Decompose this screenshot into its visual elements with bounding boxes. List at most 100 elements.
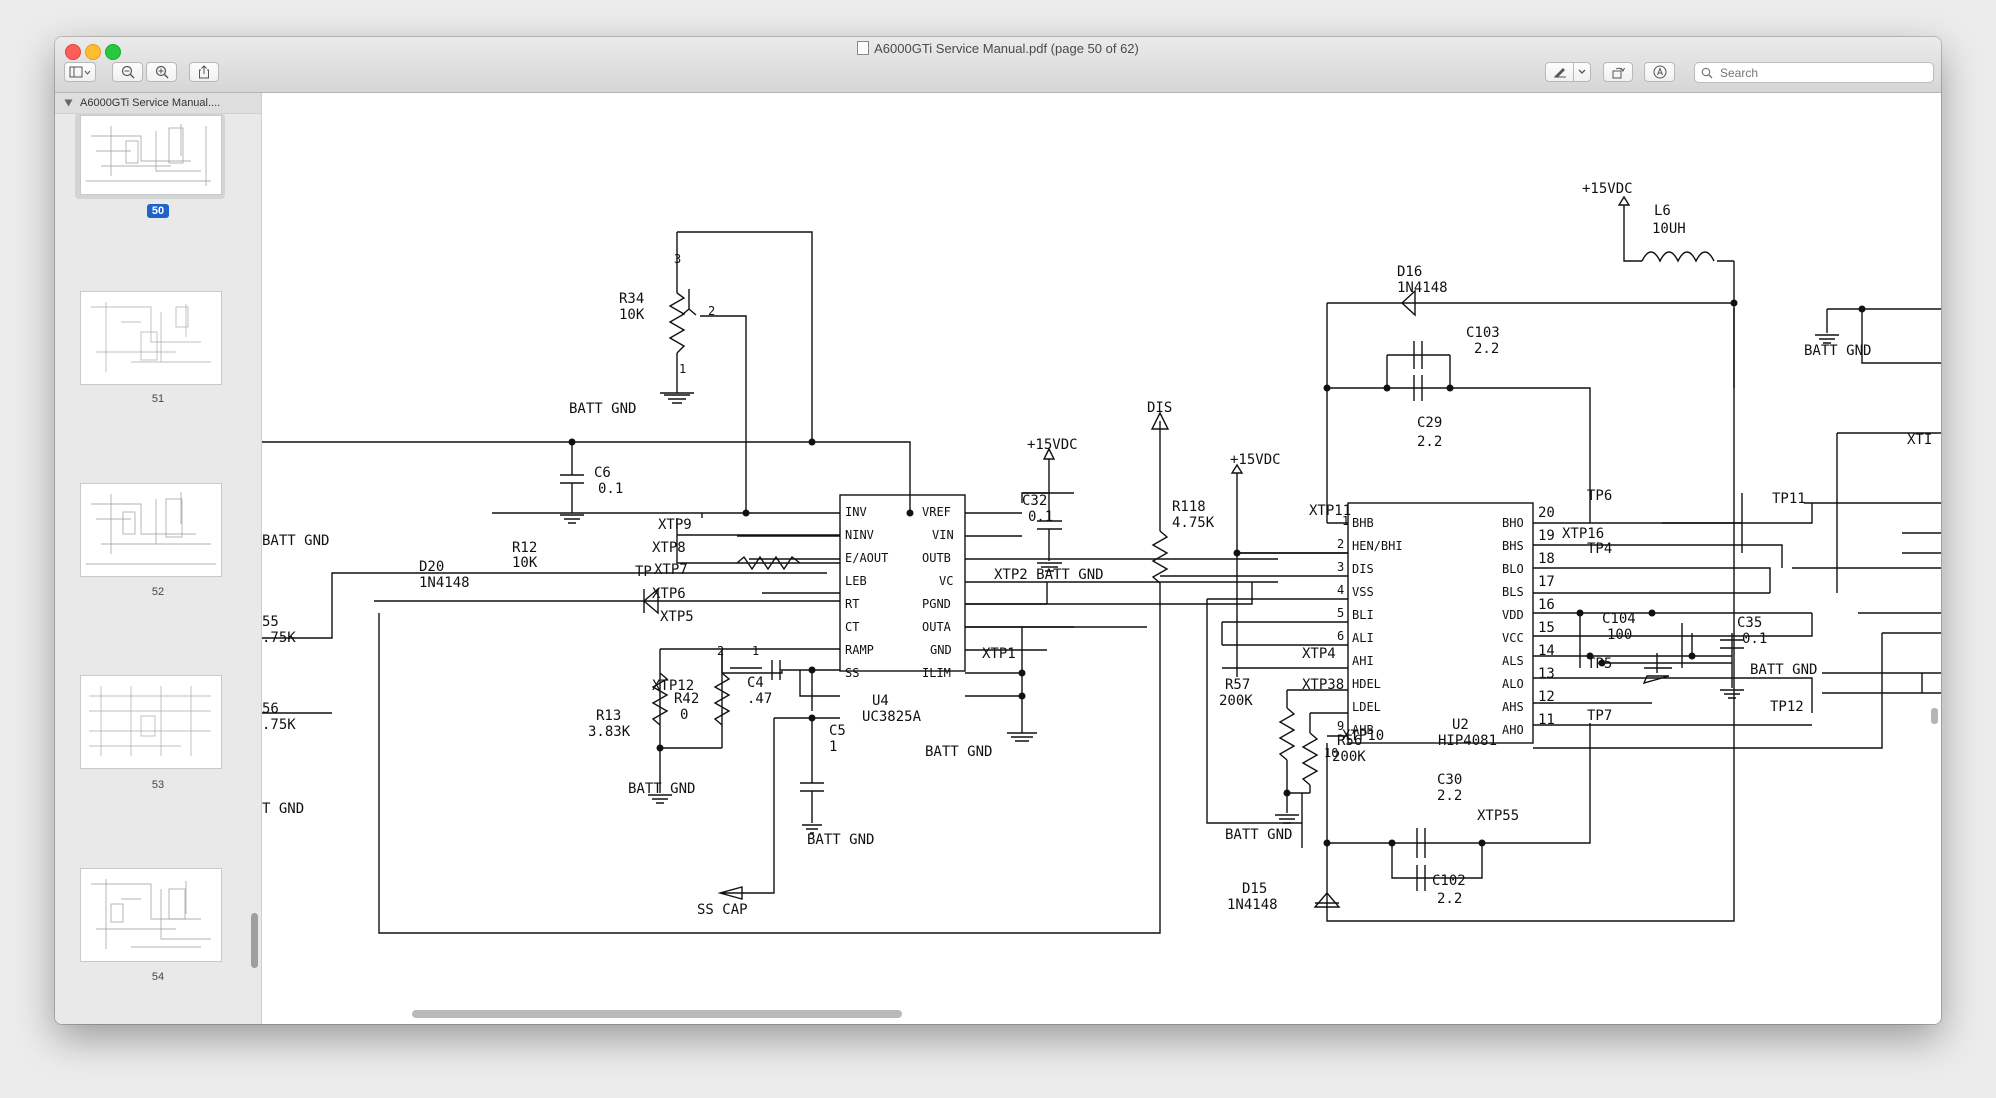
share-icon (199, 65, 209, 79)
svg-text:LDEL: LDEL (1352, 700, 1381, 714)
svg-text:TP6: TP6 (1587, 488, 1612, 504)
svg-text:.47: .47 (747, 691, 772, 707)
svg-text:XTP6: XTP6 (652, 586, 686, 602)
svg-text:XTP10: XTP10 (1342, 728, 1384, 744)
svg-text:C104: C104 (1602, 611, 1636, 627)
svg-text:C6: C6 (594, 465, 611, 481)
svg-text:C35: C35 (1737, 615, 1762, 631)
svg-text:TP: TP (635, 564, 652, 580)
svg-text:3.83K: 3.83K (588, 724, 631, 740)
svg-text:20: 20 (1538, 505, 1555, 521)
svg-text:10UH: 10UH (1652, 221, 1686, 237)
svg-text:BATT GND: BATT GND (628, 781, 695, 797)
page-thumbnail-50[interactable] (80, 115, 222, 195)
svg-text:BATT GND: BATT GND (925, 744, 992, 760)
svg-text:+15VDC: +15VDC (1230, 452, 1281, 468)
svg-text:XTP16: XTP16 (1562, 526, 1604, 542)
svg-text:C32: C32 (1022, 493, 1047, 509)
svg-text:INV: INV (845, 505, 867, 519)
zoom-in-button[interactable] (146, 62, 177, 82)
svg-text:100: 100 (1607, 627, 1632, 643)
svg-text:XTP5: XTP5 (660, 609, 694, 625)
svg-text:R118: R118 (1172, 499, 1206, 515)
svg-text:OUTA: OUTA (922, 620, 952, 634)
svg-text:XTP11: XTP11 (1309, 503, 1351, 519)
svg-text:PGND: PGND (922, 597, 951, 611)
svg-text:12: 12 (1538, 689, 1555, 705)
preview-window: A6000GTi Service Manual.pdf (page 50 of … (55, 37, 1941, 1024)
share-button[interactable] (189, 62, 219, 82)
svg-text:T GND: T GND (262, 801, 304, 817)
svg-text:XTP55: XTP55 (1477, 808, 1519, 824)
markup-pen-button[interactable] (1545, 62, 1574, 82)
svg-text:1: 1 (752, 644, 759, 658)
page-thumbnail-51[interactable] (80, 291, 222, 385)
markup-dropdown-button[interactable] (1573, 62, 1591, 82)
zoom-out-button[interactable] (112, 62, 143, 82)
svg-text:C103: C103 (1466, 325, 1500, 341)
vertical-scrollbar[interactable] (1931, 708, 1938, 724)
svg-text:18: 18 (1538, 551, 1555, 567)
thumbnail-sidebar[interactable]: A6000GTi Service Manual.... 50 51 52 53 … (55, 93, 262, 1024)
svg-text:VCC: VCC (1502, 631, 1524, 645)
svg-text:AHO: AHO (1502, 723, 1524, 737)
page-label-53[interactable]: 53 (151, 779, 165, 791)
svg-text:E/AOUT: E/AOUT (845, 551, 888, 565)
search-icon (1701, 67, 1713, 78)
minimize-button[interactable] (85, 44, 101, 60)
svg-text:R42: R42 (674, 691, 699, 707)
svg-text:2.2: 2.2 (1437, 788, 1462, 804)
schematic-wires (262, 195, 1941, 934)
thumbnail-schematic-image (89, 686, 211, 756)
svg-text:XTP8: XTP8 (652, 540, 686, 556)
page-label-50[interactable]: 50 (55, 204, 261, 218)
svg-text:17: 17 (1538, 574, 1555, 590)
disclosure-triangle-icon[interactable] (64, 99, 73, 107)
svg-text:3: 3 (674, 252, 681, 266)
svg-text:16: 16 (1538, 597, 1555, 613)
close-button[interactable] (65, 44, 81, 60)
svg-text:6: 6 (1337, 629, 1344, 643)
svg-text:VIN: VIN (932, 528, 954, 542)
svg-text:0.1: 0.1 (1028, 509, 1053, 525)
svg-text:56: 56 (262, 701, 279, 717)
schematic-junctions (568, 299, 1866, 847)
svg-text:VSS: VSS (1352, 585, 1374, 599)
svg-text:GND: GND (930, 643, 952, 657)
sidebar-toggle-button[interactable] (64, 62, 96, 82)
svg-text:10: 10 (1324, 746, 1338, 760)
zoom-button[interactable] (105, 44, 121, 60)
svg-text:SS CAP: SS CAP (697, 902, 748, 918)
sidebar-scrollbar[interactable] (251, 913, 258, 968)
svg-text:D20: D20 (419, 559, 444, 575)
page-label-52[interactable]: 52 (151, 586, 165, 598)
rotate-button[interactable] (1603, 62, 1633, 82)
svg-text:AHS: AHS (1502, 700, 1524, 714)
svg-text:TP11: TP11 (1772, 491, 1806, 507)
horizontal-scrollbar[interactable] (412, 1010, 902, 1018)
svg-text:BLI: BLI (1352, 608, 1374, 622)
markup-toolbar-button[interactable] (1644, 62, 1675, 82)
svg-text:BHB: BHB (1352, 516, 1374, 530)
page-label-51[interactable]: 51 (151, 393, 165, 405)
svg-text:1N4148: 1N4148 (419, 575, 470, 591)
svg-text:2: 2 (708, 304, 715, 318)
page-thumbnail-52[interactable] (80, 483, 222, 577)
page-thumbnail-54[interactable] (80, 868, 222, 962)
search-input[interactable] (1718, 64, 1922, 81)
svg-text:BATT GND: BATT GND (807, 832, 874, 848)
svg-text:ILIM: ILIM (922, 666, 951, 680)
sidebar-document-header[interactable]: A6000GTi Service Manual.... (55, 93, 261, 114)
svg-text:14: 14 (1538, 643, 1555, 659)
svg-text:XTP12: XTP12 (652, 678, 694, 694)
svg-text:11: 11 (1538, 712, 1555, 728)
svg-text:HEN/BHI: HEN/BHI (1352, 539, 1403, 553)
svg-text:XTI: XTI (1907, 432, 1932, 448)
page-label-54[interactable]: 54 (151, 971, 165, 983)
document-view[interactable]: R34 10K 3 2 1 BATT GND C6 0.1 BATT GND 5… (262, 93, 1941, 1024)
svg-text:R57: R57 (1225, 677, 1250, 693)
search-field[interactable] (1694, 62, 1934, 83)
page-thumbnail-53[interactable] (80, 675, 222, 769)
svg-text:BATT GND: BATT GND (262, 533, 329, 549)
svg-text:+15VDC: +15VDC (1582, 181, 1633, 197)
